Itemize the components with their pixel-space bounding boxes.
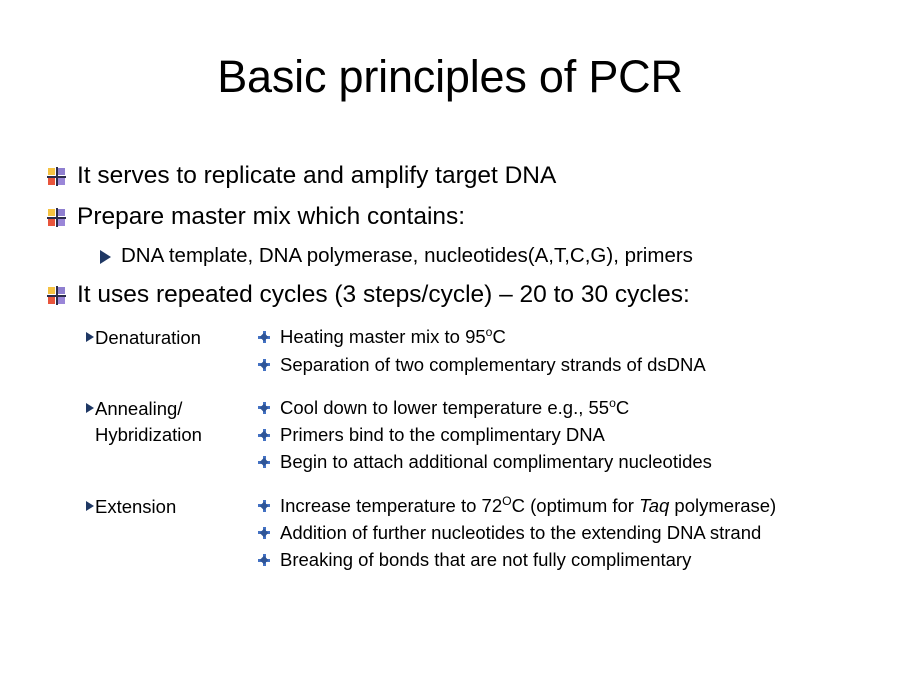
cycle-item: Primers bind to the complimentary DNA xyxy=(258,422,900,448)
slide-body: It serves to replicate and amplify targe… xyxy=(0,160,900,590)
plus-diamond-bullet-icon xyxy=(258,526,270,539)
cycle-item: Breaking of bonds that are not fully com… xyxy=(258,547,900,573)
degree-superscript: O xyxy=(502,493,512,508)
cycle-item-text: Cool down to lower temperature e.g., 55o… xyxy=(280,395,630,418)
plus-diamond-bullet-icon xyxy=(258,456,270,469)
bullet-text-3: It uses repeated cycles (3 steps/cycle) … xyxy=(77,280,690,308)
quad-leaf-bullet-icon xyxy=(47,208,66,228)
plus-diamond-bullet-icon xyxy=(258,401,270,414)
triangle-right-icon xyxy=(86,500,94,511)
cycle-items-annealing: Cool down to lower temperature e.g., 55o… xyxy=(258,395,900,477)
triangle-right-icon xyxy=(100,249,111,264)
cycle-label-line2: Hybridization xyxy=(95,424,202,446)
triangle-right-icon xyxy=(86,402,94,413)
cycle-item-text: Primers bind to the complimentary DNA xyxy=(280,424,605,446)
quad-leaf-bullet-icon xyxy=(47,285,66,305)
cycle-item-text: Begin to attach additional complimentary… xyxy=(280,451,712,473)
cycle-steps-section: Denaturation Heating master mix to 95oC xyxy=(0,324,900,574)
cycle-item-text: Increase temperature to 72OC (optimum fo… xyxy=(280,493,777,516)
quad-leaf-bullet-icon xyxy=(47,167,66,186)
cycle-item: Separation of two complementary strands … xyxy=(258,352,900,378)
cycle-label-line1: Annealing/ xyxy=(95,397,183,419)
cycle-label-annealing: Annealing/ Hybridization xyxy=(86,395,258,449)
cycle-item: Begin to attach additional complimentary… xyxy=(258,449,900,475)
triangle-right-icon xyxy=(86,332,94,343)
cycle-group-annealing: Annealing/ Hybridization Cool down to lo… xyxy=(0,395,900,477)
cycle-item: Increase temperature to 72OC (optimum fo… xyxy=(258,493,900,519)
sub-bullet-text-1: DNA template, DNA polymerase, nucleotide… xyxy=(121,243,693,267)
cycle-item-text: Breaking of bonds that are not fully com… xyxy=(280,549,692,571)
cycle-item-text: Separation of two complementary strands … xyxy=(280,353,706,375)
cycle-items-denaturation: Heating master mix to 95oC Separation of… xyxy=(258,324,900,379)
bullet-row-3: It uses repeated cycles (3 steps/cycle) … xyxy=(47,279,900,310)
taq-italic: Taq xyxy=(639,494,670,516)
bullet-text-1: It serves to replicate and amplify targe… xyxy=(77,162,557,189)
cycle-item: Cool down to lower temperature e.g., 55o… xyxy=(258,395,900,421)
bullet-row-1: It serves to replicate and amplify targe… xyxy=(47,160,900,191)
degree-superscript: o xyxy=(609,395,616,410)
cycle-item: Addition of further nucleotides to the e… xyxy=(258,520,900,546)
plus-diamond-bullet-icon xyxy=(258,331,270,344)
cycle-label-line1: Extension xyxy=(95,495,177,517)
cycle-item-text: Heating master mix to 95oC xyxy=(280,325,506,348)
cycle-label-line1: Denaturation xyxy=(95,327,201,349)
plus-diamond-bullet-icon xyxy=(258,429,270,442)
plus-diamond-bullet-icon xyxy=(258,554,270,567)
page-title: Basic principles of PCR xyxy=(217,51,683,102)
plus-diamond-bullet-icon xyxy=(258,499,270,512)
cycle-group-extension: Extension Increase temperature to 72OC (… xyxy=(0,493,900,575)
cycle-label-extension: Extension xyxy=(86,493,258,520)
plus-diamond-bullet-icon xyxy=(258,358,270,371)
cycle-items-extension: Increase temperature to 72OC (optimum fo… xyxy=(258,493,900,575)
cycle-item: Heating master mix to 95oC xyxy=(258,324,900,350)
cycle-label-denaturation: Denaturation xyxy=(86,324,258,351)
sub-bullet-row-1: DNA template, DNA polymerase, nucleotide… xyxy=(100,243,900,269)
cycle-group-denaturation: Denaturation Heating master mix to 95oC xyxy=(0,324,900,379)
cycle-item-text: Addition of further nucleotides to the e… xyxy=(280,521,762,543)
bullet-row-2: Prepare master mix which contains: xyxy=(47,201,900,232)
degree-superscript: o xyxy=(485,325,493,340)
bullet-text-2: Prepare master mix which contains: xyxy=(77,203,466,231)
